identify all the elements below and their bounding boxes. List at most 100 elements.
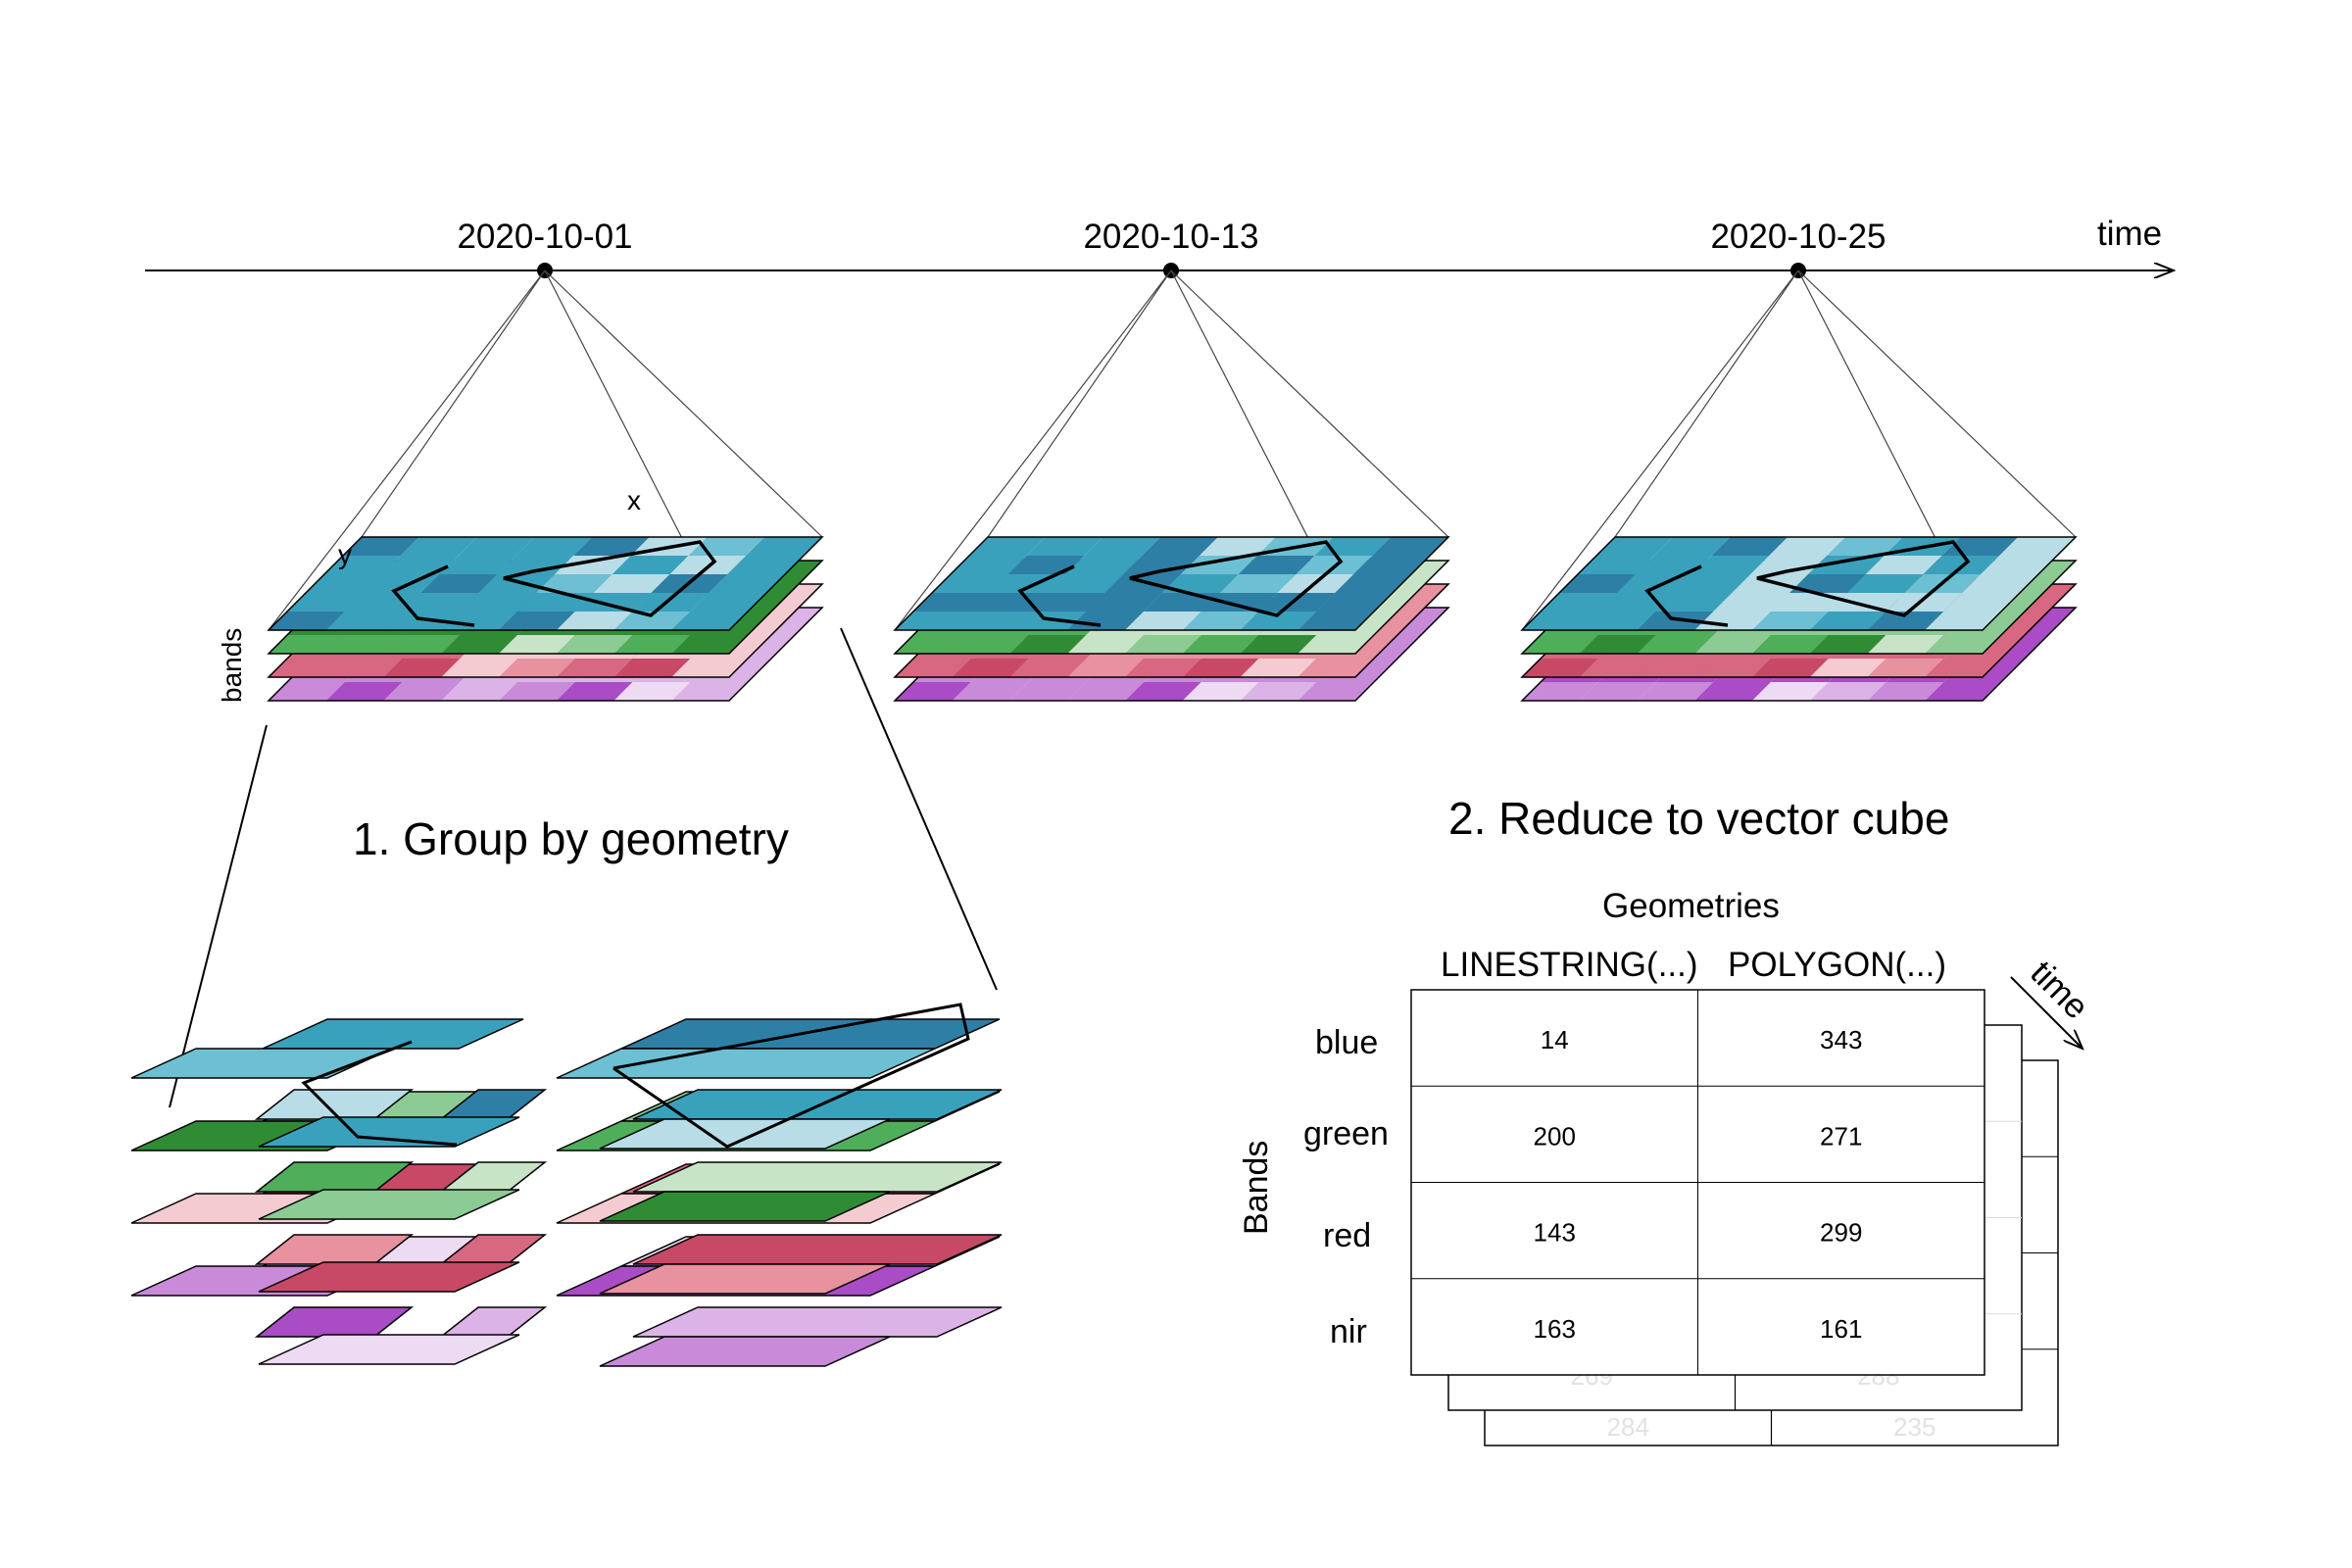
pixel — [324, 556, 401, 574]
group-pixel — [632, 1089, 1003, 1120]
pixel — [1123, 556, 1200, 574]
timestep-date: 2020-10-13 — [1083, 218, 1258, 256]
polygon-geometry — [1756, 540, 1971, 617]
group-pixel — [258, 1189, 520, 1220]
pixel — [1142, 537, 1218, 556]
group-pixel — [599, 1118, 891, 1150]
band-layer-blue — [1520, 536, 2078, 631]
row-label-nir: nir — [1330, 1313, 1367, 1350]
frustum-line — [268, 270, 546, 631]
pixel — [1637, 659, 1714, 677]
pixel — [325, 682, 403, 701]
pixel — [1637, 635, 1714, 654]
pixel — [1182, 612, 1259, 630]
pixel — [1219, 574, 1297, 593]
table-cell-value: 14 — [1541, 1025, 1569, 1054]
group-linestring — [130, 1018, 548, 1365]
cube-y-label: y — [338, 539, 352, 569]
pixel — [1522, 635, 1598, 654]
pixel — [746, 537, 822, 556]
pixel — [306, 574, 382, 593]
pixel — [499, 635, 575, 654]
pixel — [325, 635, 403, 654]
timestep-2: 2020-10-13 — [893, 218, 1450, 702]
pixel — [1809, 682, 1886, 701]
pixel — [1240, 682, 1317, 701]
pixel — [1240, 635, 1317, 654]
frustum-line — [544, 270, 823, 538]
pixel — [1694, 659, 1771, 677]
pixel — [555, 556, 631, 574]
pixel — [952, 659, 1029, 677]
pixel — [1084, 537, 1161, 556]
pixel — [709, 574, 785, 593]
frustum-line — [1170, 270, 1449, 538]
pixel — [1637, 612, 1714, 630]
pixel — [1962, 574, 2038, 593]
pixel — [441, 659, 517, 677]
pixel — [1809, 635, 1886, 654]
zoom-line-left — [169, 724, 268, 1108]
pixel — [1925, 635, 2001, 654]
pixel — [1867, 659, 1944, 677]
pixel — [269, 682, 345, 701]
pixel — [383, 612, 461, 630]
pixel — [1925, 659, 2001, 677]
pixel — [1009, 612, 1087, 630]
row-label-blue: blue — [1315, 1024, 1378, 1061]
pixel — [1335, 574, 1411, 593]
pixel — [1579, 612, 1656, 630]
frustum-line — [1614, 270, 1799, 538]
group-pixel — [258, 1334, 520, 1365]
pixel — [1125, 682, 1201, 701]
pixel — [1200, 537, 1276, 556]
frustum-line — [894, 270, 1172, 631]
band-outline — [1520, 536, 2078, 631]
group-band-blue — [556, 1018, 1003, 1150]
pixel — [1067, 682, 1144, 701]
col-header-polygon: POLYGON(...) — [1728, 946, 1946, 984]
pixel — [1846, 574, 1924, 593]
pixel — [383, 635, 461, 654]
pixel — [556, 659, 633, 677]
pixel — [1522, 659, 1598, 677]
pixel — [671, 612, 748, 630]
pixel — [1298, 612, 1374, 630]
pixel — [1522, 612, 1598, 630]
pixel — [952, 682, 1029, 701]
zoom-line-right — [840, 627, 998, 991]
pixel — [1579, 682, 1656, 701]
timestep-3: 2020-10-25 — [1520, 218, 2078, 702]
pixel — [895, 659, 971, 677]
pixel — [895, 682, 971, 701]
pixel — [1769, 537, 1845, 556]
pixel — [269, 659, 345, 677]
frustum-line — [1797, 270, 2077, 538]
pixel — [671, 659, 748, 677]
pixel — [1694, 682, 1771, 701]
pixel — [1353, 556, 1430, 574]
pixel — [1692, 556, 1770, 574]
pixel — [1067, 635, 1144, 654]
pixel — [895, 635, 971, 654]
pixel — [1655, 593, 1733, 612]
time-arrow — [2010, 976, 2082, 1049]
pixel — [952, 612, 1029, 630]
pixel — [1559, 574, 1636, 593]
pixel — [727, 556, 804, 574]
pixel — [439, 556, 516, 574]
geometries-label: Geometries — [1602, 887, 1780, 925]
group-pixel — [632, 1161, 1003, 1193]
pixel — [1867, 612, 1944, 630]
pixel — [1258, 593, 1336, 612]
cube-x-label: x — [627, 485, 641, 515]
pixel — [1694, 635, 1771, 654]
group-pixel — [258, 1116, 520, 1148]
pixel — [1999, 537, 2076, 556]
pixel — [952, 635, 1029, 654]
pixel — [1713, 593, 1789, 612]
pixel — [1752, 635, 1829, 654]
pixel — [1694, 612, 1771, 630]
pixel — [1579, 635, 1656, 654]
pixel — [1596, 537, 1673, 556]
